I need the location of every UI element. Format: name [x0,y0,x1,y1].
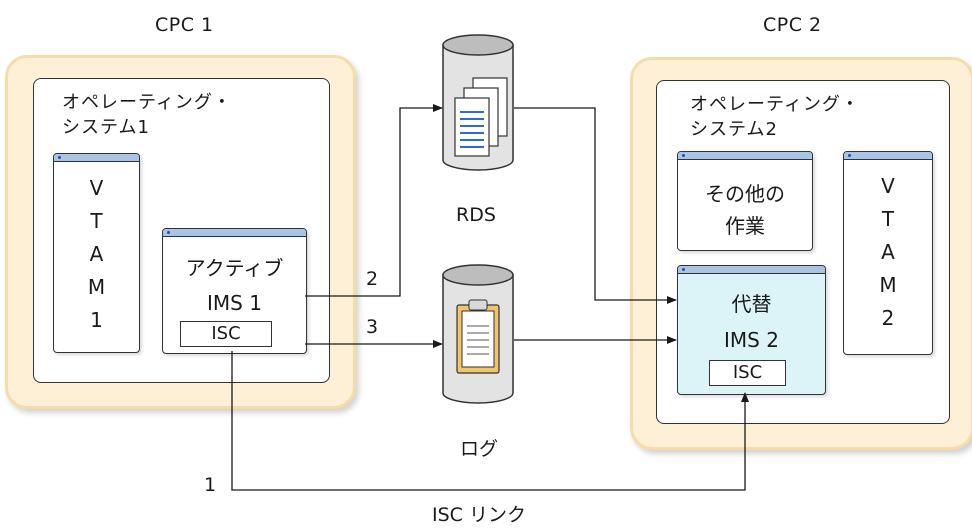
ims1-isc-box: ISC [180,321,272,347]
isc-link-label: ISC リンク [432,504,526,526]
other-work-titlebar [678,152,812,160]
vtam1-window: V T A M 1 [53,153,140,353]
log-label: ログ [460,438,499,460]
os1-label-line1: オペレーティング・ [62,92,232,113]
ims1-label-line2: IMS 1 [207,291,262,315]
vtam1-letter: 1 [90,308,103,332]
arrow-label-2: 2 [366,268,379,290]
os1-label: オペレーティング・ システム1 [62,90,232,140]
ims2-titlebar [678,266,825,274]
isc-link-line [231,351,749,491]
vtam1-letter: V [89,176,104,200]
rds-cylinder-icon [442,34,514,171]
ims2-label-line1: 代替 [731,292,772,316]
cpc2-title: CPC 2 [763,14,822,36]
vtam2-letter: T [881,207,895,231]
os2-label-line2: システム2 [690,119,778,140]
os2-label-line1: オペレーティング・ [690,94,860,115]
ims1-label-line1: アクティブ [185,256,284,280]
log-cylinder-icon [442,264,514,404]
vtam2-label: V T A M 2 [844,152,932,335]
vtam2-letter: A [881,240,895,264]
other-work-line1: その他の [705,182,785,206]
ims2-label-line2: IMS 2 [724,328,779,352]
arrow-label-3: 3 [366,316,379,338]
vtam1-letter: T [90,209,103,233]
documents-icon [454,77,508,157]
rds-label: RDS [456,204,496,226]
vtam1-letter: A [89,242,104,266]
vtam1-label: V T A M 1 [54,154,139,337]
arrow-rds-to-ims2 [514,107,677,304]
ims2-isc-box: ISC [709,360,786,386]
vtam2-letter: 2 [881,306,895,330]
vtam2-letter: M [879,273,897,297]
vtam2-window: V T A M 2 [843,151,933,355]
vtam2-titlebar [844,152,932,160]
other-work-line2: 作業 [725,214,765,238]
os2-label: オペレーティング・ システム2 [690,92,860,142]
vtam1-titlebar [54,154,139,162]
ims2-window: 代替 IMS 2 ISC [677,265,826,395]
ims1-window: アクティブ IMS 1 ISC [162,228,307,354]
arrow-ims1-to-rds [305,104,443,297]
os1-label-line2: システム1 [62,117,150,138]
arrow-label-1: 1 [204,474,217,496]
cpc1-title: CPC 1 [155,14,214,36]
other-work-window: その他の 作業 [677,151,813,251]
vtam2-letter: V [881,174,895,198]
vtam1-letter: M [87,275,106,299]
ims1-titlebar [163,229,306,237]
clipboard-icon [456,299,500,374]
